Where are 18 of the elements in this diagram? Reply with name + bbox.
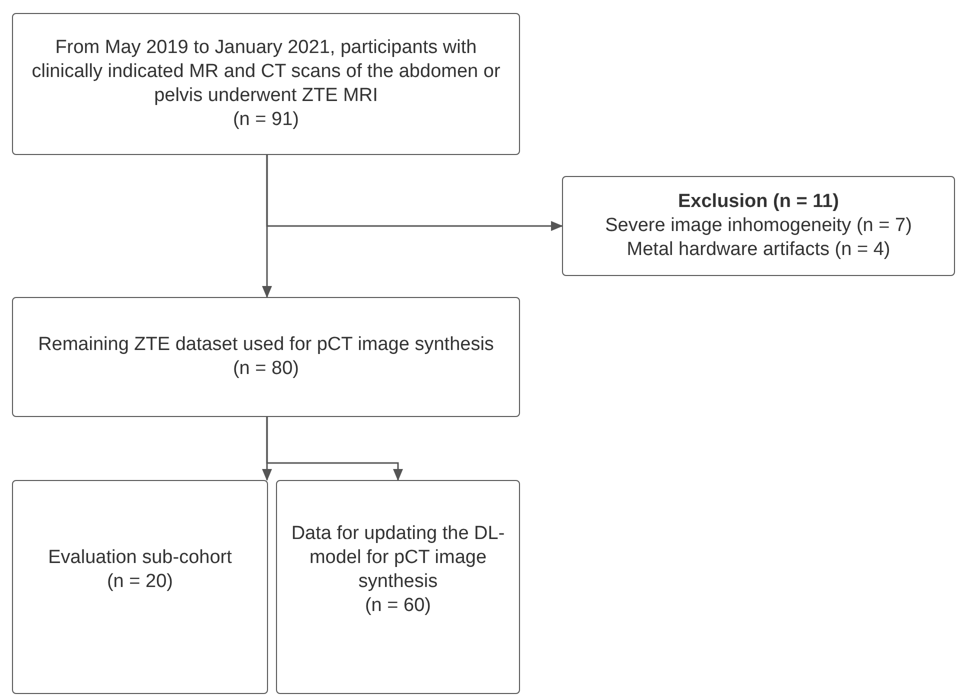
process-box xyxy=(12,480,268,694)
process-box xyxy=(12,297,520,417)
box-text: Remaining ZTE dataset used for pCT image synthesis xyxy=(38,333,494,357)
box-text: Evaluation sub-cohort xyxy=(48,546,232,570)
process-box xyxy=(12,13,520,155)
process-box xyxy=(562,176,955,276)
process-box xyxy=(276,480,520,694)
arrow xyxy=(262,155,272,298)
count-text: (n = 91) xyxy=(232,108,299,132)
count-text: (n = 60) xyxy=(364,594,431,618)
count-text: (n = 80) xyxy=(232,357,299,381)
box-text: Data for updating the DL-model for pCT image synthesis xyxy=(290,522,506,594)
count-text: (n = 20) xyxy=(106,570,173,594)
arrow xyxy=(266,417,403,481)
box-text: Metal hardware artifacts (n = 4) xyxy=(626,238,890,262)
box-text: From May 2019 to January 2021, participants with clinically indicated MR and CT scans of the abdomen or pelvis underwent ZTE MRI xyxy=(30,36,502,108)
box-text: Severe image inhomogeneity (n = 7) xyxy=(605,214,912,238)
box-heading: Exclusion (n = 11) xyxy=(678,190,840,214)
